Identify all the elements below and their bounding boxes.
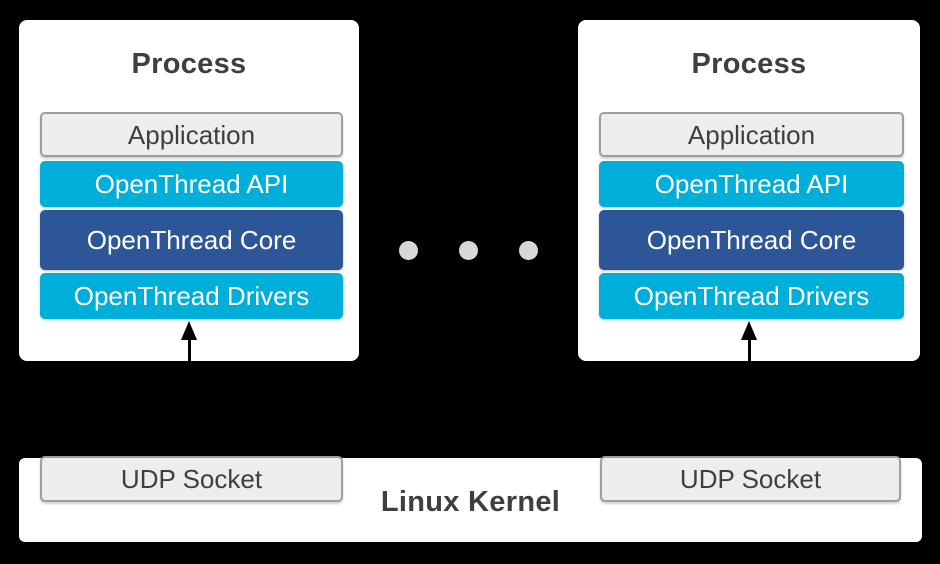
process-card-left: Process Application OpenThread API OpenT… xyxy=(19,20,359,361)
linux-kernel-bar: Linux Kernel UDP Socket UDP Socket xyxy=(19,456,922,542)
process-title-right: Process xyxy=(691,48,807,80)
layer-openthread-api-left: OpenThread API xyxy=(40,161,343,207)
ellipsis-dots xyxy=(399,241,538,260)
process-title-left: Process xyxy=(131,48,247,80)
dot-icon xyxy=(399,241,418,260)
up-arrow-left xyxy=(181,321,197,361)
layer-openthread-core-right: OpenThread Core xyxy=(599,210,904,270)
up-arrow-right xyxy=(741,321,757,361)
arrow-line xyxy=(187,340,191,361)
udp-socket-left: UDP Socket xyxy=(40,456,343,502)
layer-openthread-core-left: OpenThread Core xyxy=(40,210,343,270)
linux-kernel-label: Linux Kernel xyxy=(380,485,561,518)
process-card-right: Process Application OpenThread API OpenT… xyxy=(578,20,920,361)
layer-application-left: Application xyxy=(40,112,343,157)
layer-stack-left: Application OpenThread API OpenThread Co… xyxy=(40,112,343,319)
layer-openthread-api-right: OpenThread API xyxy=(599,161,904,207)
udp-socket-right: UDP Socket xyxy=(600,456,901,502)
layer-application-right: Application xyxy=(599,112,904,157)
layer-openthread-drivers-right: OpenThread Drivers xyxy=(599,273,904,319)
dot-icon xyxy=(519,241,538,260)
layer-openthread-drivers-left: OpenThread Drivers xyxy=(40,273,343,319)
arrow-head-icon xyxy=(741,321,757,340)
arrow-head-icon xyxy=(181,321,197,340)
dot-icon xyxy=(459,241,478,260)
layer-stack-right: Application OpenThread API OpenThread Co… xyxy=(599,112,904,319)
arrow-line xyxy=(747,340,751,361)
